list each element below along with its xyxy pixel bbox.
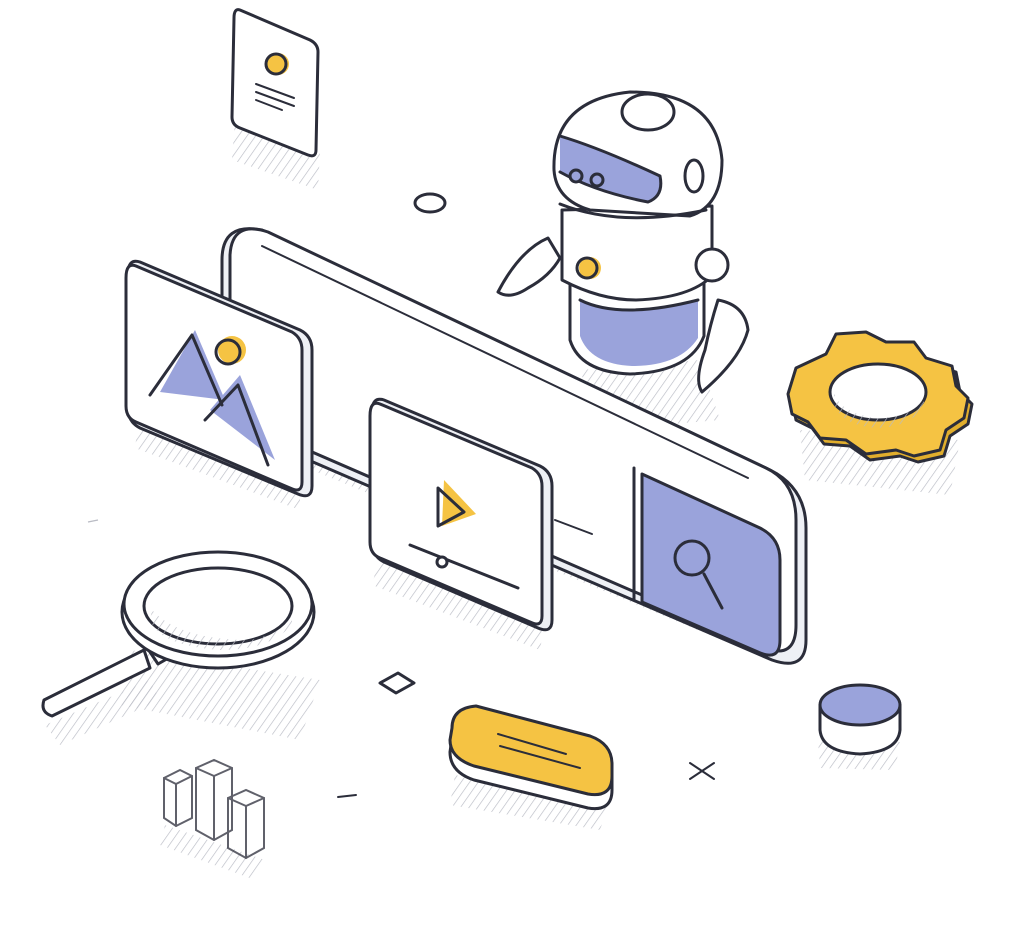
search-icon	[673, 539, 724, 610]
play-icon	[436, 480, 476, 528]
search-button	[640, 472, 782, 657]
image-card	[124, 259, 314, 498]
gear	[786, 330, 974, 464]
video-card	[368, 397, 554, 632]
bar-blocks	[163, 758, 265, 860]
robot	[496, 90, 750, 394]
search-bar	[220, 227, 808, 665]
yellow-button	[448, 704, 614, 811]
magnifying-glass	[41, 550, 316, 718]
small-ring	[413, 192, 447, 214]
x-mark	[689, 762, 715, 780]
small-speck	[87, 519, 99, 523]
image-icon	[148, 330, 275, 467]
small-dash	[337, 794, 357, 798]
small-diamond	[378, 671, 416, 695]
document-card	[230, 8, 320, 158]
blue-disc	[818, 683, 902, 756]
